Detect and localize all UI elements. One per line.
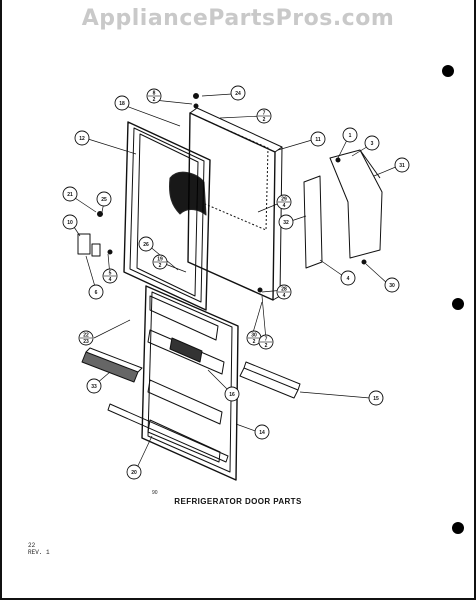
callout-12: 12	[74, 130, 90, 146]
svg-text:18: 18	[119, 101, 125, 107]
svg-text:16: 16	[229, 392, 235, 398]
svg-text:22: 22	[83, 333, 89, 339]
handle-bracket	[77, 233, 91, 255]
revision-note: 22 REV. 1	[28, 542, 50, 556]
binder-hole	[452, 298, 464, 310]
svg-text:23: 23	[83, 339, 89, 345]
svg-text:19: 19	[157, 257, 163, 263]
svg-text:30: 30	[251, 333, 257, 339]
svg-text:30: 30	[389, 283, 395, 289]
svg-text:24: 24	[235, 91, 241, 97]
svg-text:5: 5	[109, 271, 112, 277]
svg-text:4: 4	[283, 293, 286, 299]
callout-16: 16	[224, 386, 240, 402]
svg-text:4: 4	[109, 277, 112, 283]
door-trim-strip	[239, 367, 299, 399]
callout-10: 10	[62, 214, 78, 230]
screw	[193, 93, 199, 99]
svg-text:31: 31	[399, 163, 405, 169]
callout-1: 1	[342, 127, 358, 143]
svg-text:1: 1	[349, 133, 352, 139]
revision-label: REV. 1	[28, 549, 50, 556]
screw	[257, 287, 263, 293]
callout-33: 33	[86, 378, 102, 394]
lower-door-panel	[141, 285, 239, 481]
door-gasket	[123, 121, 211, 311]
callout-3: 3	[364, 135, 380, 151]
screw	[97, 211, 103, 217]
butter-compartment	[169, 337, 203, 363]
callout-15: 15	[368, 390, 384, 406]
split-callout-28-4: 284	[276, 284, 292, 300]
svg-text:11: 11	[315, 137, 321, 143]
svg-text:4: 4	[283, 203, 286, 209]
egg-tray	[81, 351, 139, 383]
svg-text:2: 2	[253, 339, 256, 345]
svg-text:26: 26	[143, 242, 149, 248]
svg-text:7: 7	[263, 111, 266, 117]
page-number: 22	[28, 542, 36, 549]
svg-text:2: 2	[263, 117, 266, 123]
svg-text:6: 6	[95, 290, 98, 296]
svg-text:15: 15	[373, 396, 379, 402]
callout-20: 20	[126, 464, 142, 480]
hinge-channel	[303, 175, 323, 269]
callout-18: 18	[114, 95, 130, 111]
screw	[335, 157, 341, 163]
split-callout-19-2: 192	[152, 254, 168, 270]
svg-text:28: 28	[281, 287, 287, 293]
svg-text:32: 32	[283, 220, 289, 226]
svg-text:33: 33	[91, 384, 97, 390]
svg-text:21: 21	[67, 192, 73, 198]
bottom-gasket	[107, 403, 229, 463]
svg-text:10: 10	[67, 220, 73, 226]
callout-32: 32	[278, 214, 294, 230]
binder-hole	[452, 522, 464, 534]
svg-text:2: 2	[153, 97, 156, 103]
split-callout-5-4: 54	[102, 268, 118, 284]
svg-text:12: 12	[79, 136, 85, 142]
callout-11: 11	[310, 131, 326, 147]
svg-text:4: 4	[347, 276, 350, 282]
screw	[107, 249, 113, 255]
diagram-caption: REFRIGERATOR DOOR PARTS	[174, 497, 302, 506]
foam-insert	[169, 171, 207, 216]
callout-31: 31	[394, 157, 410, 173]
callout-24: 24	[230, 85, 246, 101]
svg-text:2: 2	[159, 263, 162, 269]
split-callout-7-2: 72	[258, 334, 274, 350]
split-callout-7-2: 72	[256, 108, 272, 124]
callout-26: 26	[138, 236, 154, 252]
callout-6: 6	[88, 284, 104, 300]
split-callout-8-2: 82	[146, 88, 162, 104]
callout-4: 4	[340, 270, 356, 286]
svg-text:20: 20	[131, 470, 137, 476]
door-shelf	[147, 379, 223, 425]
callout-25: 25	[96, 191, 112, 207]
svg-text:2: 2	[265, 343, 268, 349]
svg-text:25: 25	[101, 197, 107, 203]
drawing-mark: 90	[152, 490, 158, 496]
callout-30: 30	[384, 277, 400, 293]
svg-text:14: 14	[259, 430, 265, 436]
binder-hole	[442, 65, 454, 77]
svg-text:8: 8	[153, 91, 156, 97]
svg-text:29: 29	[281, 197, 287, 203]
svg-text:3: 3	[371, 141, 374, 147]
screw	[193, 103, 199, 109]
callout-21: 21	[62, 186, 78, 202]
callout-14: 14	[254, 424, 270, 440]
hinge-bracket	[329, 149, 383, 259]
watermark: AppliancePartsPros.com	[81, 6, 395, 31]
split-callout-29-4: 294	[276, 194, 292, 210]
svg-text:7: 7	[265, 337, 268, 343]
screw	[361, 259, 367, 265]
